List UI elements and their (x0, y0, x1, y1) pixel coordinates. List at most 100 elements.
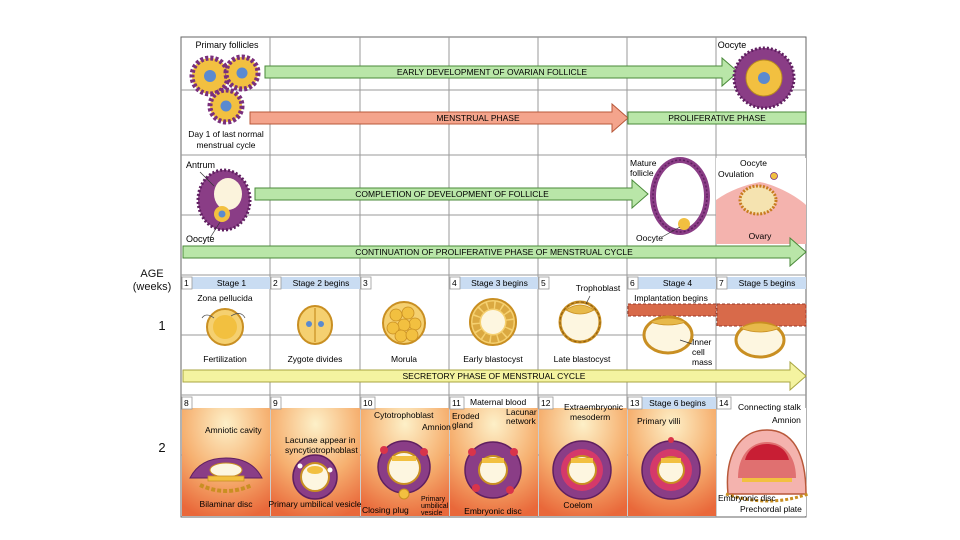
day-11-embryo-illustration (464, 441, 522, 499)
primary-follicles-illustration (189, 54, 261, 125)
ovary-illustration (716, 158, 806, 244)
closing-plug-label: Closing plug (362, 505, 409, 515)
day-number: 8 (184, 398, 189, 408)
stage-label: Stage 5 begins (739, 278, 796, 288)
primary-umbilical-label-3: vesicle (421, 510, 443, 517)
stage-header-bg (182, 277, 270, 289)
stage-header-bg (717, 277, 806, 289)
eroded-gland-label-1: Eroded (452, 411, 480, 421)
arrow-completion-label: COMPLETION OF DEVELOPMENT OF FOLLICLE (355, 189, 549, 199)
proliferative-phase-bar: PROLIFERATIVE PHASE (627, 111, 807, 125)
stage-header-bg (628, 397, 716, 409)
extraembryonic-label-1: Extraembryonic (564, 402, 624, 412)
proliferative-phase-label: PROLIFERATIVE PHASE (668, 113, 766, 123)
day-number: 7 (719, 278, 724, 288)
day-number-box (181, 396, 193, 410)
week-2-label: 2 (158, 440, 166, 455)
week-2-stages: Amniotic cavity Bilaminar disc Lacunae a… (189, 397, 809, 517)
morula-illustration (382, 301, 426, 345)
arrow-secretory: SECRETORY PHASE OF MENSTRUAL CYCLE (182, 360, 807, 392)
stage-label: Stage 6 begins (649, 398, 706, 408)
implantation-illustration (627, 303, 717, 355)
stage-header-bg (450, 277, 538, 289)
antral-follicle-illustration (196, 168, 252, 232)
stage-header-bg (271, 277, 360, 289)
inner-cell-mass-label-2: cell (692, 347, 705, 357)
secondary-follicle-illustration (732, 46, 796, 110)
row-early-follicle: Primary follicles Day 1 of last normal m… (188, 40, 807, 150)
zygote-illustration (297, 305, 333, 345)
arrow-continuation: CONTINUATION OF PROLIFERATIVE PHASE OF M… (182, 236, 807, 268)
extraembryonic-label-2: mesoderm (570, 412, 610, 422)
day-10-embryo-illustration (377, 440, 431, 500)
amnion-label: Amnion (422, 422, 451, 432)
stage-header-bg (628, 277, 716, 289)
day-number-box (538, 396, 554, 410)
eroded-gland-label-2: gland (452, 420, 473, 430)
morula-label: Morula (391, 354, 417, 364)
connecting-stalk-label: Connecting stalk (738, 402, 802, 412)
day-number-box (538, 276, 550, 290)
week-1-stages: Zona pellucida Fertilization Zygote divi… (197, 283, 807, 367)
primary-umbilical-label-1: Primary (421, 496, 446, 503)
inner-cell-mass-label-1: Inner (692, 337, 712, 347)
oocyte-ovulation-label: Oocyte (740, 158, 767, 168)
day-number-box (716, 276, 728, 290)
weeks-label: (weeks) (132, 281, 172, 293)
amnion-label-2: Amnion (772, 415, 801, 425)
stage-5-illustration (716, 303, 807, 359)
day-14-embryo-illustration (725, 429, 809, 503)
zygote-divides-label: Zygote divides (288, 354, 343, 364)
oocyte-mature-label: Oocyte (636, 233, 663, 243)
mature-follicle-label-1: Mature (630, 158, 657, 168)
arrow-early-development-label: EARLY DEVELOPMENT OF OVARIAN FOLLICLE (397, 67, 588, 77)
day-number-box (627, 396, 643, 410)
stage-label: Stage 4 (663, 278, 693, 288)
zona-pellucida-label: Zona pellucida (197, 293, 253, 303)
arrow-menstrual-phase: MENSTRUAL PHASE (249, 102, 629, 134)
day-number-box (270, 276, 282, 290)
stage-label: Stage 2 begins (293, 278, 350, 288)
day-1-label-line1: Day 1 of last normal (188, 129, 264, 139)
day-number-box (360, 396, 376, 410)
prechordal-plate-label: Prechordal plate (740, 504, 802, 514)
primary-umbilical-vesicle-label: Primary umbilical vesicle (268, 499, 361, 509)
arrow-secretory-label: SECRETORY PHASE OF MENSTRUAL CYCLE (403, 371, 586, 381)
primary-follicles-label: Primary follicles (195, 40, 259, 50)
day-number: 10 (363, 398, 373, 408)
embryonic-disc-label-2: Embryonic disc (718, 493, 776, 503)
day-number-box (716, 396, 732, 410)
day-1-label-line2: menstrual cycle (196, 140, 255, 150)
amniotic-cavity-label: Amniotic cavity (205, 425, 262, 435)
week-1-label: 1 (158, 318, 166, 333)
early-blastocyst-label: Early blastocyst (463, 354, 523, 364)
row-follicle-completion: Antrum Oocyte COMPLETION OF DEVELOPMENT … (182, 157, 807, 268)
day-number-box (181, 276, 193, 290)
oocyte-label-top: Oocyte (718, 40, 747, 50)
cytotrophoblast-label: Cytotrophoblast (374, 410, 434, 420)
day-number: 14 (719, 398, 729, 408)
day-number: 5 (541, 278, 546, 288)
mature-follicle-illustration (650, 157, 710, 235)
mature-follicle-label-2: follicle (630, 168, 654, 178)
fertilization-label: Fertilization (203, 354, 247, 364)
day-number: 4 (452, 278, 457, 288)
day-number-box (270, 396, 282, 410)
day-number: 11 (452, 398, 461, 408)
embryonic-disc-label: Embryonic disc (464, 506, 522, 516)
lacunar-network-label-1: Lacunar (506, 407, 537, 417)
day-number: 1 (184, 278, 189, 288)
day-number: 3 (363, 278, 368, 288)
day-13-embryo-illustration (641, 437, 701, 500)
inner-cell-mass-label-3: mass (692, 357, 712, 367)
day-9-embryo-illustration (292, 454, 338, 500)
stage-label: Stage 3 begins (471, 278, 528, 288)
ovulation-label: Ovulation (718, 169, 754, 179)
day-number-box (627, 276, 639, 290)
antrum-label: Antrum (186, 160, 215, 170)
lacunae-label-1: Lacunae appear in (285, 435, 356, 445)
day-number-box (449, 276, 461, 290)
day-number-box (449, 396, 465, 410)
